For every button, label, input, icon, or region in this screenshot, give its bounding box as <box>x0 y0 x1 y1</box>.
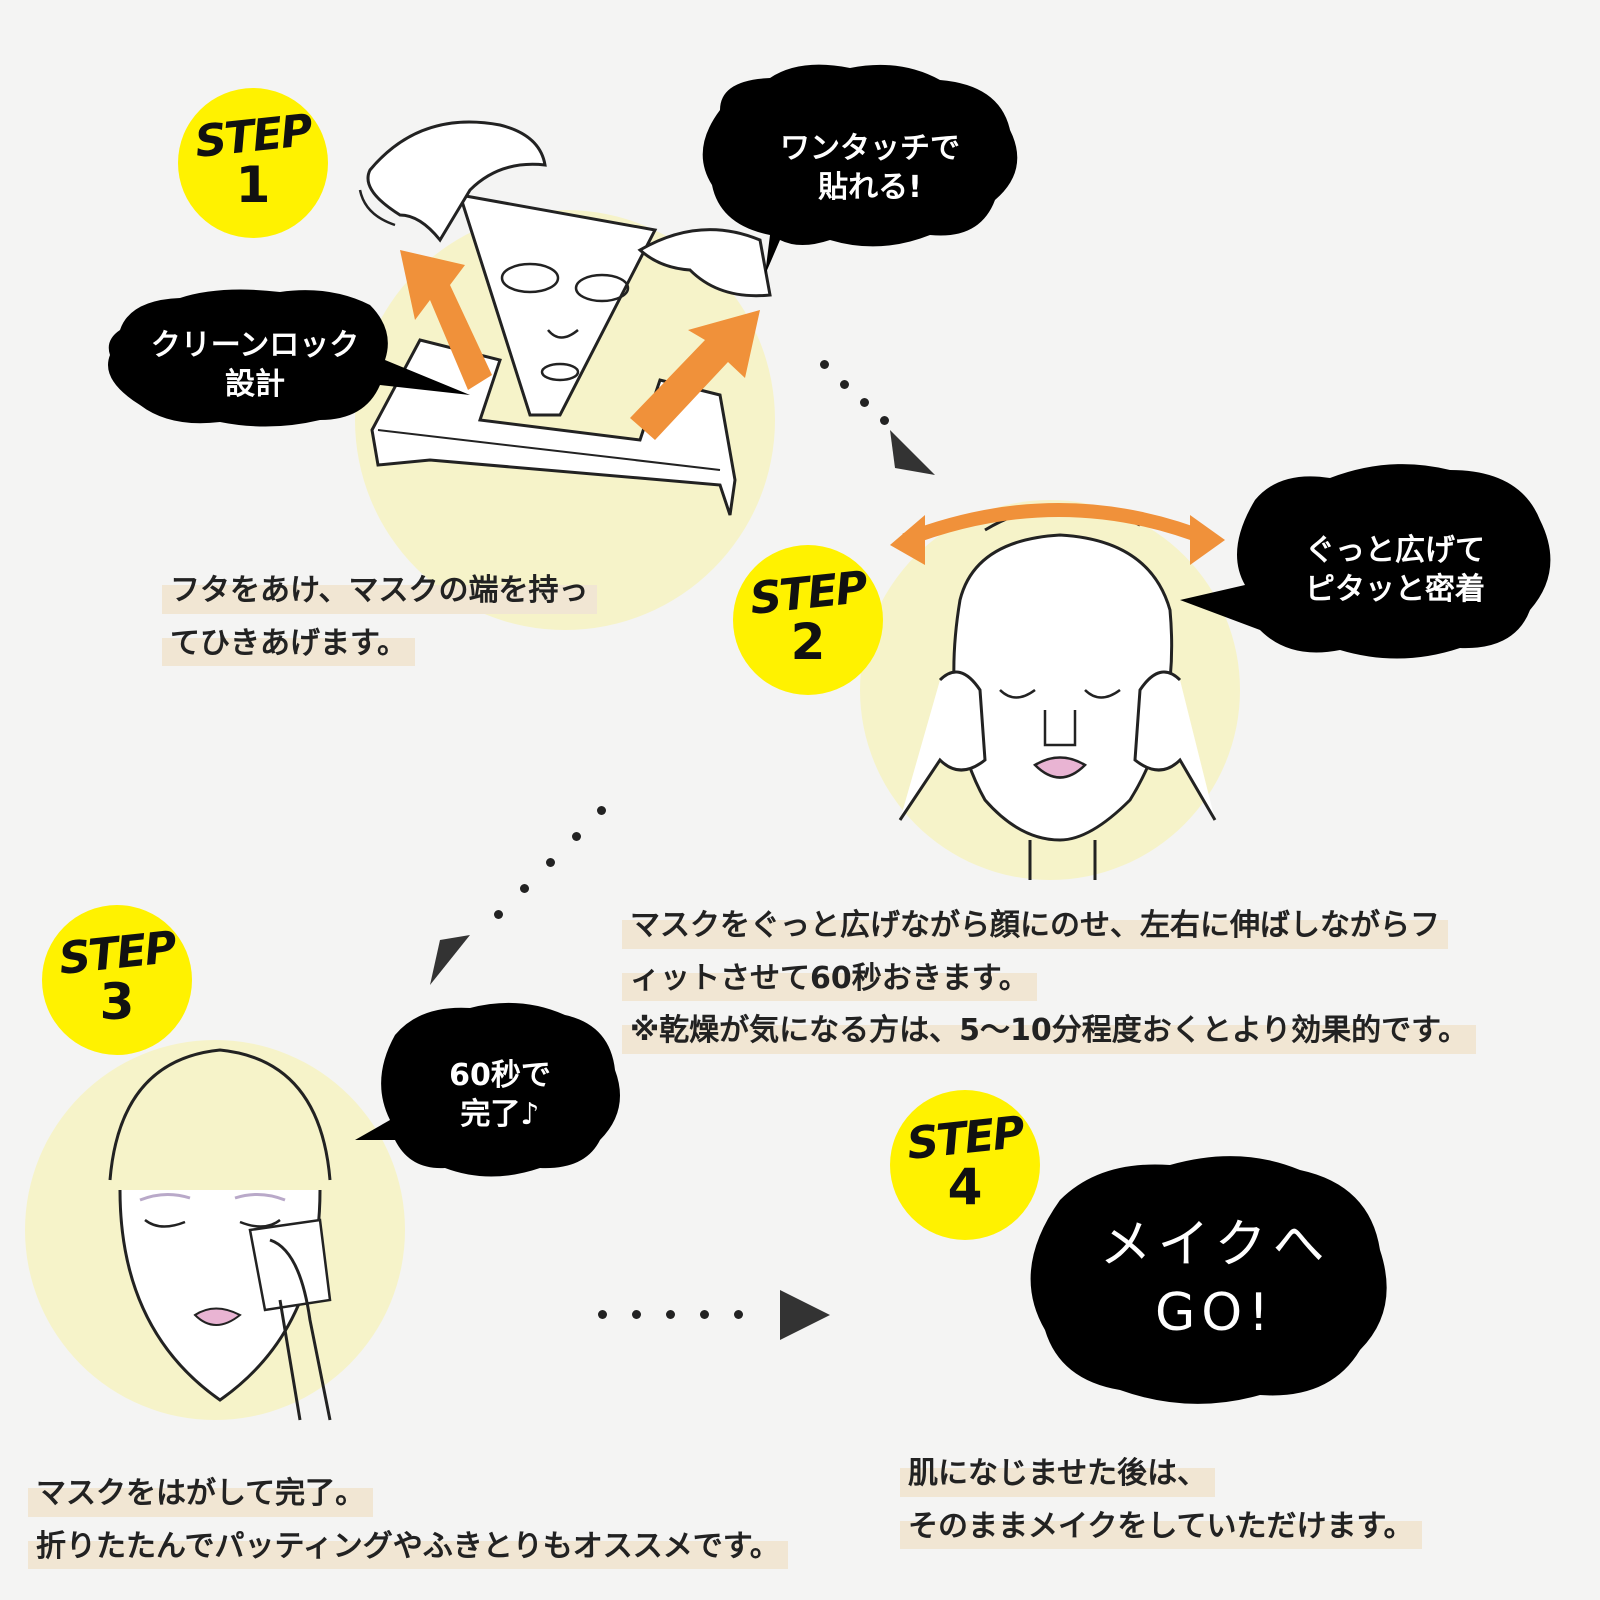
step3-badge: STEP 3 <box>42 905 192 1055</box>
path-dot <box>598 1310 607 1319</box>
path-dot <box>734 1310 743 1319</box>
path-dot <box>820 360 829 369</box>
step4-caption-line-2: そのままメイクをしていただけます。 <box>900 1500 1422 1553</box>
step2-caption-line-3: ※乾燥が気になる方は、5〜10分程度おくとより効果的です。 <box>622 1005 1477 1058</box>
path-dot <box>632 1310 641 1319</box>
step2-badge-number: 2 <box>790 612 826 671</box>
step1-caption: フタをあけ、マスクの端を持っ てひきあげます。 <box>162 565 597 670</box>
path-dot <box>572 832 581 841</box>
path-dot <box>520 884 529 893</box>
step3-badge-number: 3 <box>99 972 135 1031</box>
step3-bubble-text: 60秒で 完了♪ <box>449 1058 551 1132</box>
step3-caption-line-2: 折りたたんでパッティングやふきとりもオススメです。 <box>28 1520 788 1573</box>
step2-bubble-text: ぐっと広げて ピタッと密着 <box>1305 533 1485 607</box>
step4-caption-line-1: 肌になじませた後は、 <box>900 1448 1216 1501</box>
step1-caption-line-2: てひきあげます。 <box>162 617 415 670</box>
path-dot <box>546 858 555 867</box>
path-dot <box>597 806 606 815</box>
step4-caption: 肌になじませた後は、 そのままメイクをしていただけます。 <box>900 1448 1422 1553</box>
step2-caption: マスクをぐっと広げながら顔にのせ、左右に伸ばしながらフ ィットさせて60秒おきま… <box>622 900 1477 1058</box>
path-dot <box>880 416 889 425</box>
step1-badge-number: 1 <box>235 155 271 214</box>
path-dot <box>840 380 849 389</box>
path-dot <box>494 910 503 919</box>
step3-caption-line-1: マスクをはがして完了。 <box>28 1468 374 1521</box>
step1-bubble-left-text: クリーンロック 設計 <box>150 328 360 402</box>
step4-badge-number: 4 <box>947 1157 983 1216</box>
path-dot <box>860 398 869 407</box>
step1-bubble-right-text: ワンタッチで 貼れる! <box>780 131 960 205</box>
step2-caption-line-2: ィットさせて60秒おきます。 <box>622 952 1037 1005</box>
path-dot <box>666 1310 675 1319</box>
step3-caption: マスクをはがして完了。 折りたたんでパッティングやふきとりもオススメです。 <box>28 1468 788 1573</box>
path-dot <box>700 1310 709 1319</box>
step1-badge: STEP 1 <box>178 88 328 238</box>
step2-badge: STEP 2 <box>733 545 883 695</box>
step1-caption-line-1: フタをあけ、マスクの端を持っ <box>162 565 597 618</box>
step2-caption-line-1: マスクをぐっと広げながら顔にのせ、左右に伸ばしながらフ <box>622 900 1448 953</box>
step4-bubble-text: メイクへ GO! <box>1099 1215 1331 1343</box>
step4-badge: STEP 4 <box>890 1090 1040 1240</box>
